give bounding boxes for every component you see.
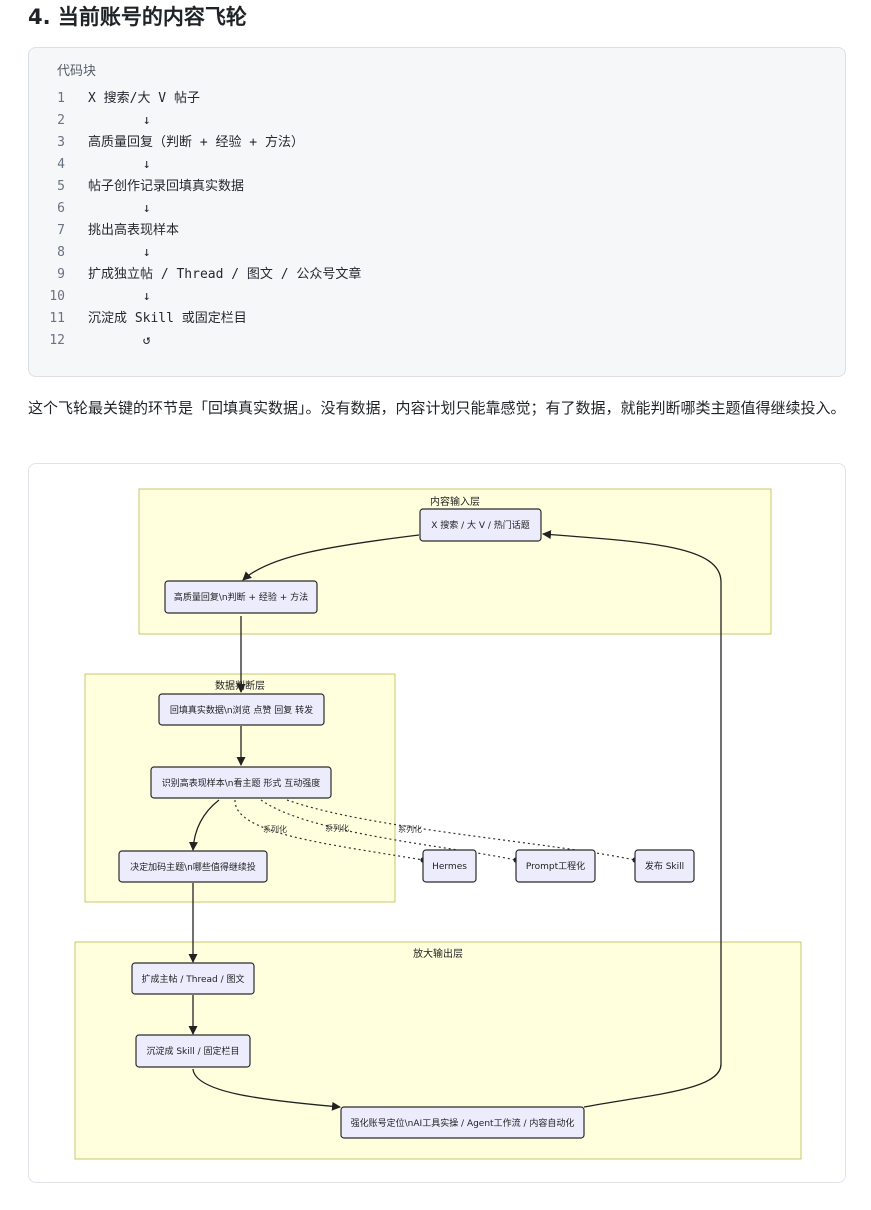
edge-identify-to-decide — [188, 799, 220, 851]
code-line: 9 扩成独立帖 / Thread / 图文 / 公众号文章 — [29, 264, 845, 286]
line-number: 6 — [57, 201, 65, 216]
code-line: 12 ↺ — [29, 330, 845, 352]
line-number: 11 — [49, 311, 65, 326]
line-text: 挑出高表现样本 — [88, 223, 180, 238]
edge-settle-to-strengthen — [192, 1068, 341, 1111]
edge-dotted-prompt — [260, 799, 519, 863]
node-decide-label: 决定加码主题\n哪些值得继续投 — [130, 861, 256, 873]
code-line: 10 ↓ — [29, 286, 845, 308]
line-number: 12 — [49, 333, 65, 348]
edge-label-prompt: 系列化 — [325, 823, 349, 833]
line-number: 1 — [57, 91, 65, 106]
code-block-label: 代码块 — [57, 64, 97, 79]
line-text: ↓ — [88, 201, 151, 216]
code-line: 5 帖子创作记录回填真实数据 — [29, 176, 845, 198]
node-settle-label: 沉淀成 Skill / 固定栏目 — [146, 1045, 239, 1057]
code-line: 2 ↓ — [29, 110, 845, 132]
code-line: 8 ↓ — [29, 242, 845, 264]
edge-label-hermes: 系列化 — [263, 824, 287, 834]
edge-strengthen-to-search — [542, 530, 722, 1108]
line-text: ↺ — [88, 333, 151, 348]
code-line: 3 高质量回复（判断 + 经验 + 方法） — [29, 132, 845, 154]
line-text: ↓ — [88, 289, 151, 304]
code-block: 代码块 1 X 搜索/大 V 帖子 2 ↓ 3 高质量回复（判断 + 经验 + 方法… — [28, 47, 846, 377]
code-line: 4 ↓ — [29, 154, 845, 176]
line-text: 高质量回复（判断 + 经验 + 方法） — [88, 135, 304, 150]
flow-diagram: 内容输入层 数据判断层 放大输出层 系列化 系列化 系列化 X 搜索 / 大 V… — [74, 488, 802, 1160]
line-number: 10 — [49, 289, 65, 304]
node-strengthen — [340, 1106, 585, 1139]
section-heading: 4. 当前账号的内容飞轮 — [28, 5, 247, 29]
flow-diagram-card: 内容输入层 数据判断层 放大输出层 系列化 系列化 系列化 X 搜索 / 大 V… — [28, 463, 846, 1183]
node-prompt — [515, 849, 596, 883]
line-number: 3 — [57, 135, 65, 150]
node-reply — [164, 580, 318, 614]
line-number: 4 — [57, 157, 65, 172]
line-number: 9 — [57, 267, 65, 282]
layer-data-title: 数据判断层 — [215, 679, 265, 692]
line-text: X 搜索/大 V 帖子 — [88, 91, 200, 106]
node-x-search — [419, 508, 542, 542]
node-x-search-label: X 搜索 / 大 V / 热门话题 — [431, 519, 530, 531]
node-backfill — [158, 693, 325, 726]
line-number: 2 — [57, 113, 65, 128]
layer-input-title: 内容输入层 — [430, 495, 480, 508]
node-hermes-label: Hermes — [432, 862, 467, 872]
node-settle — [135, 1034, 251, 1068]
line-text: ↓ — [88, 157, 151, 172]
edge-dotted-hermes — [234, 799, 426, 863]
node-expand — [131, 962, 255, 995]
line-number: 7 — [57, 223, 65, 238]
code-line: 7 挑出高表现样本 — [29, 220, 845, 242]
node-identify-label: 识别高表现样本\n看主题 形式 互动强度 — [162, 777, 320, 789]
line-text: 帖子创作记录回填真实数据 — [88, 179, 245, 194]
line-text: ↓ — [88, 113, 151, 128]
edge-label-skill: 系列化 — [398, 824, 422, 834]
node-prompt-label: Prompt工程化 — [526, 860, 585, 872]
layer-output-title: 放大输出层 — [413, 947, 463, 960]
edge-search-to-reply — [242, 534, 420, 581]
node-skill-label: 发布 Skill — [645, 860, 684, 872]
line-number: 8 — [57, 245, 65, 260]
node-hermes — [422, 849, 477, 883]
node-backfill-label: 回填真实数据\n浏览 点赞 回复 转发 — [170, 704, 313, 716]
node-strengthen-label: 强化账号定位\nAI工具实操 / Agent工作流 / 内容自动化 — [351, 1117, 575, 1129]
node-skill — [634, 849, 695, 883]
code-line: 11 沉淀成 Skill 或固定栏目 — [29, 308, 845, 330]
line-text: 沉淀成 Skill 或固定栏目 — [88, 311, 247, 326]
line-text: 扩成独立帖 / Thread / 图文 / 公众号文章 — [88, 267, 362, 282]
line-text: ↓ — [88, 245, 151, 260]
code-line: 6 ↓ — [29, 198, 845, 220]
node-expand-label: 扩成主帖 / Thread / 图文 — [142, 973, 245, 985]
body-paragraph: 这个飞轮最关键的环节是「回填真实数据」。没有数据，内容计划只能靠感觉；有了数据，… — [28, 399, 846, 417]
code-line: 1 X 搜索/大 V 帖子 — [29, 88, 845, 110]
node-decide — [118, 850, 268, 883]
edge-dotted-skill — [286, 799, 638, 863]
code-lines: 1 X 搜索/大 V 帖子 2 ↓ 3 高质量回复（判断 + 经验 + 方法） 4 … — [29, 88, 845, 352]
node-identify — [150, 766, 332, 799]
node-reply-label: 高质量回复\n判断 + 经验 + 方法 — [174, 591, 308, 603]
line-number: 5 — [57, 179, 65, 194]
